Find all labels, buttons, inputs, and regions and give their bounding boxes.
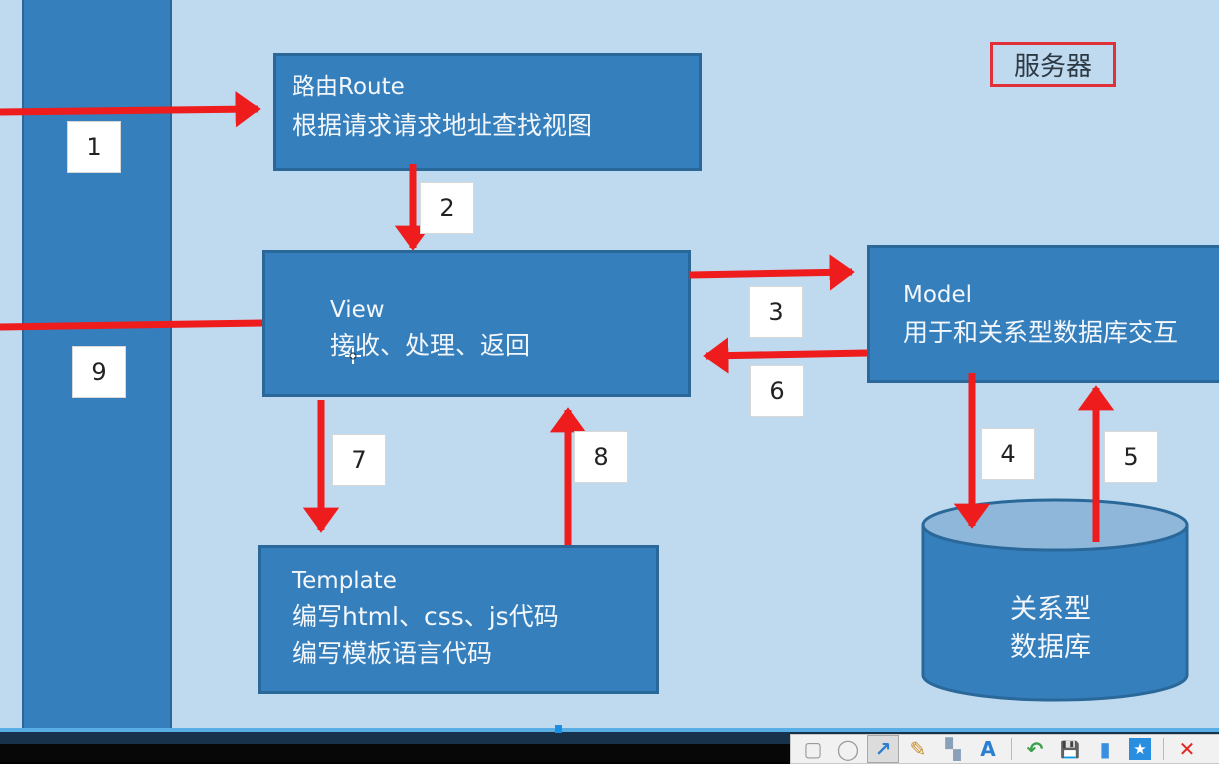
template-box: Template 编写html、css、js代码 编写模板语言代码 — [258, 545, 659, 694]
template-desc-line2: 编写模板语言代码 — [292, 639, 493, 668]
route-desc: 根据请求请求地址查找视图 — [292, 111, 593, 140]
save-icon[interactable]: 💾 — [1060, 739, 1080, 759]
arrows-layer — [0, 91, 1115, 545]
model-desc: 用于和关系型数据库交互 — [903, 318, 1179, 347]
step-label-9: 9 — [72, 346, 126, 398]
step-label-1: 1 — [67, 121, 121, 173]
crosshair-cursor-icon — [345, 348, 361, 364]
model-title: Model — [903, 282, 973, 308]
brush-tool-icon[interactable]: ✎ — [909, 737, 927, 761]
diagram-slide: 服务器 路由Route 根据请求请求地址查找视图 View 接收、处理、返回 M… — [0, 0, 1219, 728]
step-label-2: 2 — [420, 182, 474, 234]
undo-icon[interactable]: ↶ — [1026, 737, 1044, 761]
view-title: View — [330, 297, 385, 323]
model-box: Model 用于和关系型数据库交互 — [867, 245, 1219, 383]
server-label: 服务器 — [990, 42, 1116, 87]
close-icon[interactable]: ✕ — [1178, 737, 1196, 761]
mosaic-tool-icon[interactable]: ▚ — [945, 737, 961, 761]
database-cylinder — [921, 498, 1189, 702]
route-title: 路由Route — [292, 74, 405, 100]
database-label-line2: 数据库 — [1010, 632, 1091, 663]
arrow-step-6 — [703, 337, 868, 374]
step-label-8: 8 — [574, 431, 628, 483]
pin-icon[interactable]: ★ — [1129, 738, 1151, 760]
route-box: 路由Route 根据请求请求地址查找视图 — [273, 53, 702, 171]
text-tool-icon[interactable]: A — [980, 737, 996, 761]
template-desc-line1: 编写html、css、js代码 — [292, 602, 559, 631]
arrow-tool-icon[interactable]: ↗ — [867, 735, 899, 763]
step-label-5: 5 — [1104, 431, 1158, 483]
view-desc: 接收、处理、返回 — [330, 331, 531, 360]
database-label-line1: 关系型 — [1010, 594, 1091, 625]
step-label-6: 6 — [750, 365, 804, 417]
step-label-4: 4 — [981, 428, 1035, 480]
view-box: View 接收、处理、返回 — [262, 250, 691, 397]
toolbar-separator — [1163, 738, 1164, 760]
arrow-step-1 — [0, 91, 261, 128]
resize-handle[interactable] — [555, 725, 562, 733]
annotation-toolbar: ▢ ◯ ↗ ✎ ▚ A ↶ 💾 ▮ ★ ✕ — [790, 734, 1219, 764]
ellipse-tool-icon[interactable]: ◯ — [836, 737, 860, 761]
copy-icon[interactable]: ▮ — [1099, 737, 1111, 761]
step-label-7: 7 — [332, 434, 386, 486]
arrow-step-3 — [689, 254, 855, 291]
slide-bottom-edge — [0, 728, 1219, 732]
template-title: Template — [292, 568, 397, 594]
arrow-step-9 — [0, 319, 263, 331]
rectangle-tool-icon[interactable]: ▢ — [803, 737, 823, 761]
step-label-3: 3 — [749, 286, 803, 338]
server-label-text: 服务器 — [1013, 52, 1092, 82]
toolbar-separator — [1011, 738, 1012, 760]
